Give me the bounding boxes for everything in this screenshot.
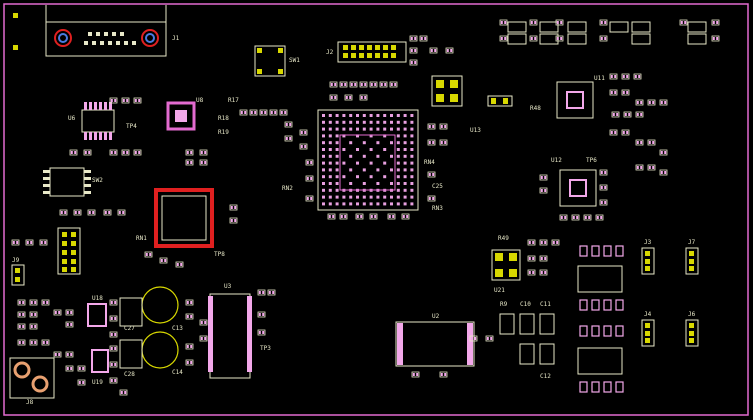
label-rn2: RN2	[282, 185, 293, 192]
label-rn3: RN3	[432, 205, 443, 212]
qfp-chip-red	[154, 188, 214, 248]
label-j3: J3	[644, 239, 652, 246]
ic-u2-left	[208, 293, 252, 379]
ic-u19	[91, 349, 109, 373]
header-j2	[337, 41, 407, 63]
label-u6: U6	[68, 115, 76, 122]
label-c12: C12	[540, 373, 551, 380]
ref-labels: J1 SW1 J2 U6 TP4 U8 R17 R18 R19 SW2 RN2 …	[12, 35, 696, 406]
label-u18: U18	[92, 295, 103, 302]
label-u11: U11	[594, 75, 605, 82]
label-j8: J8	[26, 399, 34, 406]
header-left	[57, 227, 81, 275]
label-j7: J7	[688, 239, 696, 246]
label-r49: R49	[498, 235, 509, 242]
label-c11: C11	[540, 301, 551, 308]
board-outline	[3, 3, 749, 416]
label-r9: R9	[500, 301, 508, 308]
label-u12: U12	[551, 157, 562, 164]
label-r48: R48	[530, 105, 541, 112]
label-j9: J9	[12, 257, 20, 264]
label-u2: U2	[432, 313, 440, 320]
label-j2: J2	[326, 49, 334, 56]
label-j4: J4	[644, 311, 652, 318]
label-r19: R19	[218, 129, 229, 136]
label-sw2: SW2	[92, 177, 103, 184]
label-r17: R17	[228, 97, 239, 104]
label-sw1: SW1	[289, 57, 300, 64]
label-rn1: RN1	[136, 235, 147, 242]
ic-u8	[166, 101, 196, 131]
label-j1: J1	[172, 35, 180, 42]
label-u13: U13	[470, 127, 481, 134]
label-c10: C10	[520, 301, 531, 308]
ic-sw2	[43, 167, 91, 197]
label-tp6: TP6	[586, 157, 597, 164]
label-rn4: RN4	[424, 159, 435, 166]
label-c28: C28	[124, 371, 135, 378]
qfn-u12	[559, 169, 597, 207]
pad-row-1	[579, 245, 624, 393]
switch-sw1	[254, 45, 286, 77]
label-c25: C25	[432, 183, 443, 190]
label-tp4: TP4	[126, 123, 137, 130]
passive-components	[11, 19, 720, 396]
label-tp3: TP3	[260, 345, 271, 352]
ic-u3	[431, 75, 463, 107]
component-u21	[491, 249, 521, 281]
label-tp8: TP8	[214, 251, 225, 258]
top-right-parts	[507, 21, 707, 45]
label-u19: U19	[92, 379, 103, 386]
qfn-u11	[556, 81, 594, 119]
ic-u6	[81, 102, 115, 140]
caps-c10-c12	[499, 313, 555, 365]
label-j6: J6	[688, 311, 696, 318]
ic-u2-right	[395, 321, 475, 367]
label-c13: C13	[172, 325, 183, 332]
label-c14: C14	[172, 369, 183, 376]
label-c27: C27	[124, 325, 135, 332]
ic-u18	[87, 303, 107, 327]
label-r18: R18	[218, 115, 229, 122]
jack-j8	[9, 357, 55, 399]
label-u3: U3	[224, 283, 232, 290]
db-connector-j1	[45, 5, 167, 57]
label-u21: U21	[494, 287, 505, 294]
header-j9	[11, 264, 25, 286]
label-u8: U8	[196, 97, 204, 104]
bga-chip-u13	[317, 109, 419, 211]
headers-right	[641, 247, 699, 347]
